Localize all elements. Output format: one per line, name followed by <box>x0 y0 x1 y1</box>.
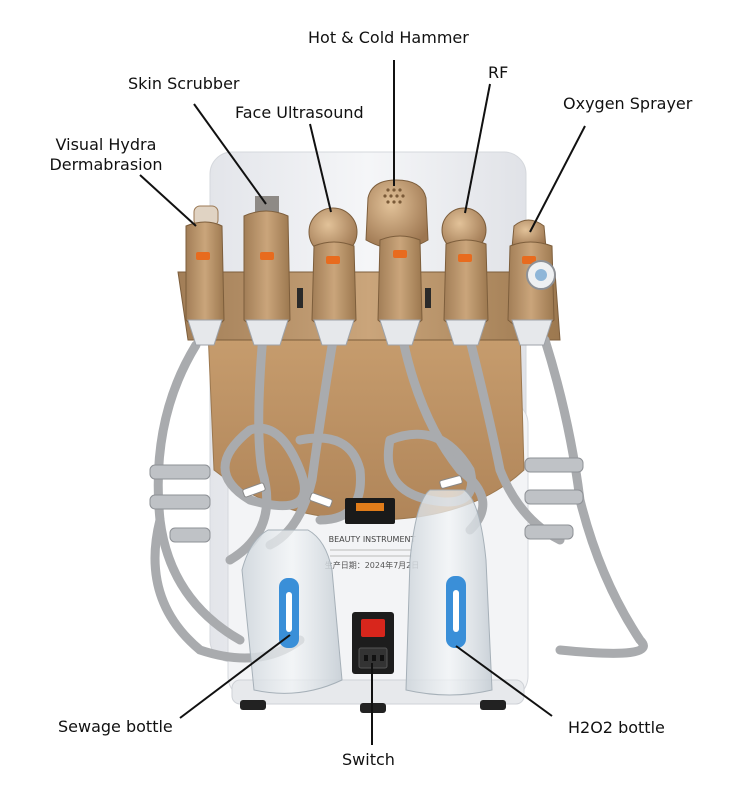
nameplate-brand: BEAUTY INSTRUMENT <box>329 535 416 544</box>
handpiece-skin-scrubber <box>243 196 291 346</box>
label-visual-hydra: Visual Hydra Dermabrasion <box>40 135 172 175</box>
leader-lines <box>139 60 586 745</box>
label-h2o2-bottle: H2O2 bottle <box>568 718 665 737</box>
right-connectors <box>524 457 584 540</box>
left-connectors <box>149 464 211 543</box>
power-switch[interactable] <box>352 612 394 674</box>
label-visual-hydra-line2: Dermabrasion <box>49 155 163 174</box>
nameplate: BEAUTY INSTRUMENT 生产日期：2024年7月2日 <box>325 498 420 570</box>
cable-ties <box>242 475 463 508</box>
handpiece-face-ultrasound <box>308 207 358 346</box>
leader-visual-hydra <box>139 174 197 227</box>
handpiece-hot-cold-hammer <box>365 179 429 346</box>
leader-h2o2-bottle <box>455 645 553 717</box>
leader-sewage-bottle <box>179 634 291 719</box>
label-hot-cold-hammer: Hot & Cold Hammer <box>308 28 469 47</box>
leader-oxygen-sprayer <box>529 125 586 233</box>
label-visual-hydra-line1: Visual Hydra <box>55 135 157 154</box>
h2o2-bottle-graphic <box>405 489 493 696</box>
leader-skin-scrubber <box>193 103 267 205</box>
handpiece-holder <box>177 271 561 341</box>
foot-right <box>480 700 506 710</box>
holder-shelf <box>177 271 561 341</box>
label-rf: RF <box>488 63 509 82</box>
sewage-bottle-graphic <box>241 529 343 694</box>
label-sewage-bottle: Sewage bottle <box>58 717 173 736</box>
handpiece-rf <box>441 207 489 346</box>
label-skin-scrubber: Skin Scrubber <box>128 74 240 93</box>
handpiece-oxygen-sprayer <box>507 219 556 346</box>
handpiece-visual-hydra <box>185 205 225 346</box>
holder-slot-right <box>425 288 431 308</box>
holder-slot-left <box>297 288 303 308</box>
label-oxygen-sprayer: Oxygen Sprayer <box>563 94 693 113</box>
switch-rocker[interactable] <box>361 619 385 637</box>
nameplate-date: 生产日期：2024年7月2日 <box>325 560 420 570</box>
label-face-ultrasound: Face Ultrasound <box>235 103 364 122</box>
label-switch: Switch <box>342 750 395 769</box>
foot-left <box>240 700 266 710</box>
leader-face-ultrasound <box>309 123 332 213</box>
leader-rf <box>464 83 491 214</box>
